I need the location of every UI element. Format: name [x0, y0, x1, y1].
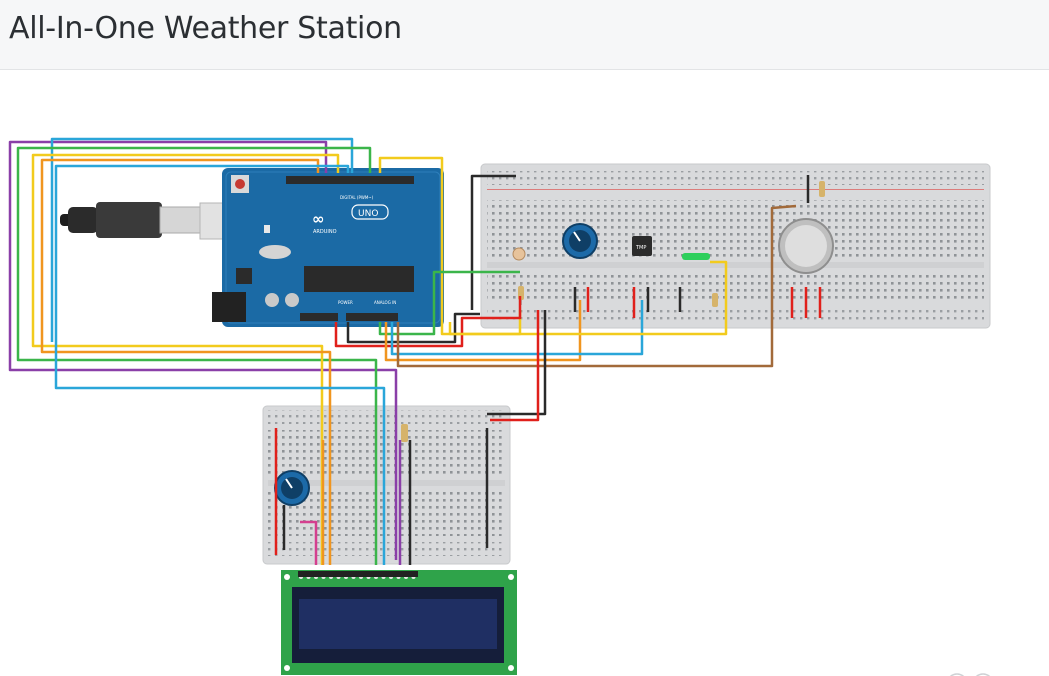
photoresistor-icon[interactable] — [512, 247, 526, 261]
wires — [8, 137, 822, 565]
page-header: All-In-One Weather Station — [0, 0, 1049, 70]
analog-pins-label: ANALOG IN — [374, 300, 396, 305]
potentiometer-small-icon[interactable] — [274, 470, 310, 506]
wire-blue-a2 — [390, 300, 644, 356]
resistor-small[interactable] — [401, 424, 408, 442]
wire-yellow-outer — [31, 153, 340, 565]
lcd-header — [298, 571, 418, 577]
wire-black-gnd — [470, 174, 516, 310]
potentiometer-icon[interactable] — [562, 223, 598, 259]
wire-red-bb — [490, 310, 540, 422]
wire-red-5v — [334, 296, 522, 348]
lcd-display-icon[interactable] — [281, 570, 517, 675]
digital-pins-label: DIGITAL (PWM~) — [340, 195, 374, 200]
wire-pink-sb — [300, 520, 318, 565]
tmp-sensor-icon[interactable]: TMP — [632, 236, 652, 256]
usb-cable-icon — [60, 202, 239, 240]
power-pins-label: POWER — [338, 300, 353, 305]
wire-green-a0 — [378, 270, 520, 336]
wire-brown-a4 — [396, 204, 797, 368]
arduino-uno-board[interactable]: ∞ ARDUINO UNO DIGITAL (PWM~) POWER ANALO… — [212, 168, 444, 327]
wire-yellow-digital — [378, 156, 522, 336]
breadboard-large[interactable] — [480, 163, 991, 329]
gas-sensor-icon[interactable] — [778, 218, 834, 274]
wire-orange-a1 — [384, 300, 582, 362]
arduino-model-text: UNO — [358, 209, 378, 219]
tmp-sensor-label: TMP — [635, 245, 646, 251]
wire-blue-inner — [54, 164, 386, 565]
page-title: All-In-One Weather Station — [9, 11, 402, 46]
wire-yellow-a3 — [448, 260, 728, 336]
wire-green-outer — [16, 146, 378, 565]
resistor-large-3[interactable] — [819, 181, 825, 197]
wire-black-2 — [346, 312, 480, 344]
arduino-logo-text: ARDUINO — [313, 229, 337, 235]
arduino-infinity-logo: ∞ — [312, 210, 325, 228]
resistor-large-2[interactable] — [712, 293, 718, 307]
led-green[interactable] — [682, 253, 710, 260]
breadboard-small[interactable] — [262, 405, 511, 565]
circuit-canvas[interactable]: ∞ ARDUINO UNO DIGITAL (PWM~) POWER ANALO… — [0, 71, 1049, 676]
wire-blue-outer — [50, 137, 354, 342]
wire-black-bb — [487, 310, 547, 416]
